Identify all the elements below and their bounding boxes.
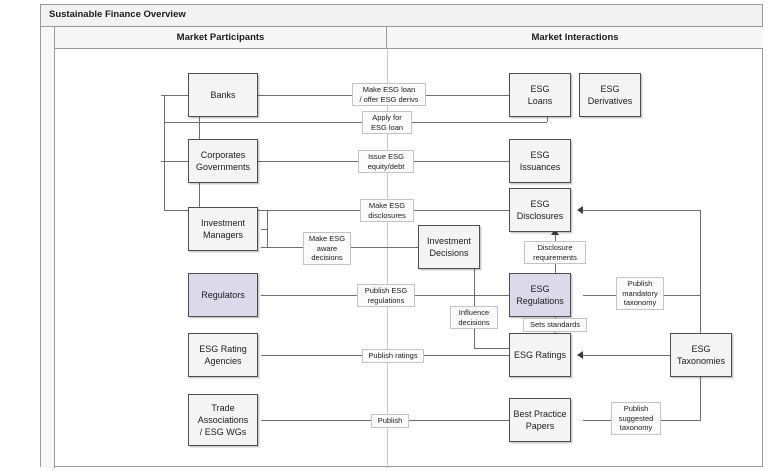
node-label: Banks [210, 90, 236, 100]
diagram-title: Sustainable Finance Overview [49, 9, 186, 20]
lane-gutter [41, 27, 55, 468]
node-label: ESG Issuances [519, 150, 561, 172]
edge-e14-line [583, 355, 694, 356]
lane-header-market-participants: Market Participants [55, 27, 387, 49]
edge-label-e1: Make ESG loan / offer ESG derivs [352, 83, 426, 106]
node-trade-associations[interactable]: Trade Associations / ESG WGs [188, 394, 258, 446]
edge-e15-arrowhead [577, 206, 583, 214]
node-label: Investment Managers [200, 218, 246, 240]
edge-label-e7: Publish ESG regulations [357, 284, 415, 307]
edge-e5-riser [267, 210, 268, 247]
node-esg-ratings[interactable]: ESG Ratings [509, 333, 571, 377]
edge-e3-line [161, 161, 540, 162]
node-banks[interactable]: Banks [188, 73, 258, 117]
edge-e2-line [164, 122, 547, 123]
edge-label-e2: Apply for ESG loan [362, 111, 412, 134]
edge-e5-stub [261, 229, 268, 230]
edge-label-e11: Publish ratings [362, 349, 424, 363]
node-regulators[interactable]: Regulators [188, 273, 258, 317]
edge-e6-line [555, 235, 556, 307]
edge-label-e4: Make ESG disclosures [360, 199, 414, 222]
node-label: ESG Taxonomies [676, 344, 726, 366]
node-label: ESG Regulations [516, 284, 564, 306]
edge-e10-line [474, 348, 540, 349]
node-label: ESG Disclosures [516, 199, 564, 221]
node-corporates-governments[interactable]: Corporates Governments [188, 139, 258, 183]
edge-e15-riser [700, 210, 701, 295]
node-investment-managers[interactable]: Investment Managers [188, 207, 258, 251]
edge-e4-line [164, 210, 540, 211]
node-label: ESG Loans [527, 84, 553, 106]
edge-e13-riser [700, 374, 701, 420]
lane-header-label: Market Interactions [531, 32, 619, 43]
node-esg-regulations[interactable]: ESG Regulations [509, 273, 571, 317]
edge-label-e5: Make ESG aware decisions [303, 232, 351, 265]
node-label: Trade Associations / ESG WGs [197, 403, 249, 437]
node-label: Regulators [201, 290, 245, 300]
edge-e15-line [583, 210, 701, 211]
edge-e2-riser [164, 95, 165, 210]
edge-label-e12: Publish [371, 414, 409, 428]
diagram-title-bar: Sustainable Finance Overview [41, 5, 762, 27]
swimlane-frame: Sustainable Finance Overview Market Part… [40, 4, 763, 468]
node-esg-loans[interactable]: ESG Loans [509, 73, 571, 117]
node-esg-taxonomies[interactable]: ESG Taxonomies [670, 333, 732, 377]
node-esg-issuances[interactable]: ESG Issuances [509, 139, 571, 183]
node-label: Corporates Governments [195, 150, 251, 172]
node-investment-decisions[interactable]: Investment Decisions [418, 225, 480, 269]
node-esg-derivatives[interactable]: ESG Derivatives [579, 73, 641, 117]
edge-label-e8: Publish mandatory taxonomy [616, 277, 664, 310]
edge-label-e13: Publish suggested taxonomy [611, 402, 661, 435]
lane-divider [387, 49, 388, 468]
node-label: Best Practice Papers [513, 409, 567, 431]
edge-e6-arrowhead [551, 229, 559, 235]
node-esg-disclosures[interactable]: ESG Disclosures [509, 188, 571, 232]
edge-e8-riser [700, 295, 701, 343]
diagram-body: Banks Corporates Governments Investment … [55, 49, 763, 468]
node-esg-rating-agencies[interactable]: ESG Rating Agencies [188, 333, 258, 377]
node-label: ESG Derivatives [587, 84, 633, 106]
edge-label-e9: Sets standards [523, 318, 587, 332]
node-label: ESG Ratings [513, 350, 567, 360]
lane-header-label: Market Participants [176, 32, 265, 43]
edge-label-e10: Influence decisions [450, 306, 498, 329]
edge-e1-line [161, 95, 540, 96]
edge-e14-arrowhead [577, 351, 583, 359]
node-label: ESG Rating Agencies [199, 344, 247, 366]
edge-label-e3: Issue ESG equity/debt [358, 150, 414, 173]
edge-label-e6: Disclosure requirements [524, 241, 586, 264]
node-best-practice-papers[interactable]: Best Practice Papers [509, 398, 571, 442]
node-label: Investment Decisions [426, 236, 472, 258]
lane-header-market-interactions: Market Interactions [387, 27, 763, 49]
